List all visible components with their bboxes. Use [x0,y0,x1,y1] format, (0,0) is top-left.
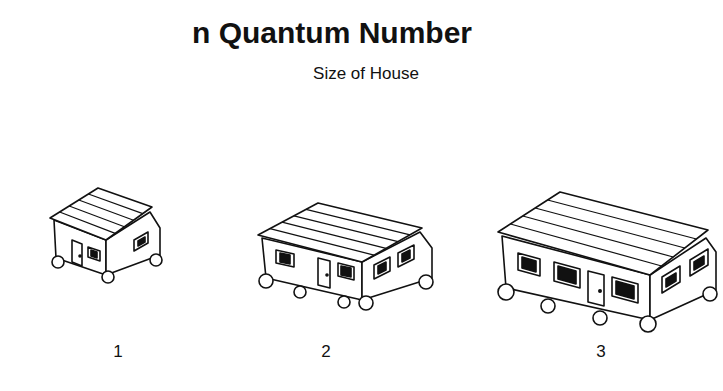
house-number: 2 [321,342,330,362]
house-number: 3 [596,342,605,362]
small-house [50,188,162,283]
diagram-title: n Quantum Number [192,16,472,50]
house-number: 1 [113,342,122,362]
medium-house [258,203,433,310]
subtitle: Size of House [313,64,419,84]
large-house [498,192,717,332]
